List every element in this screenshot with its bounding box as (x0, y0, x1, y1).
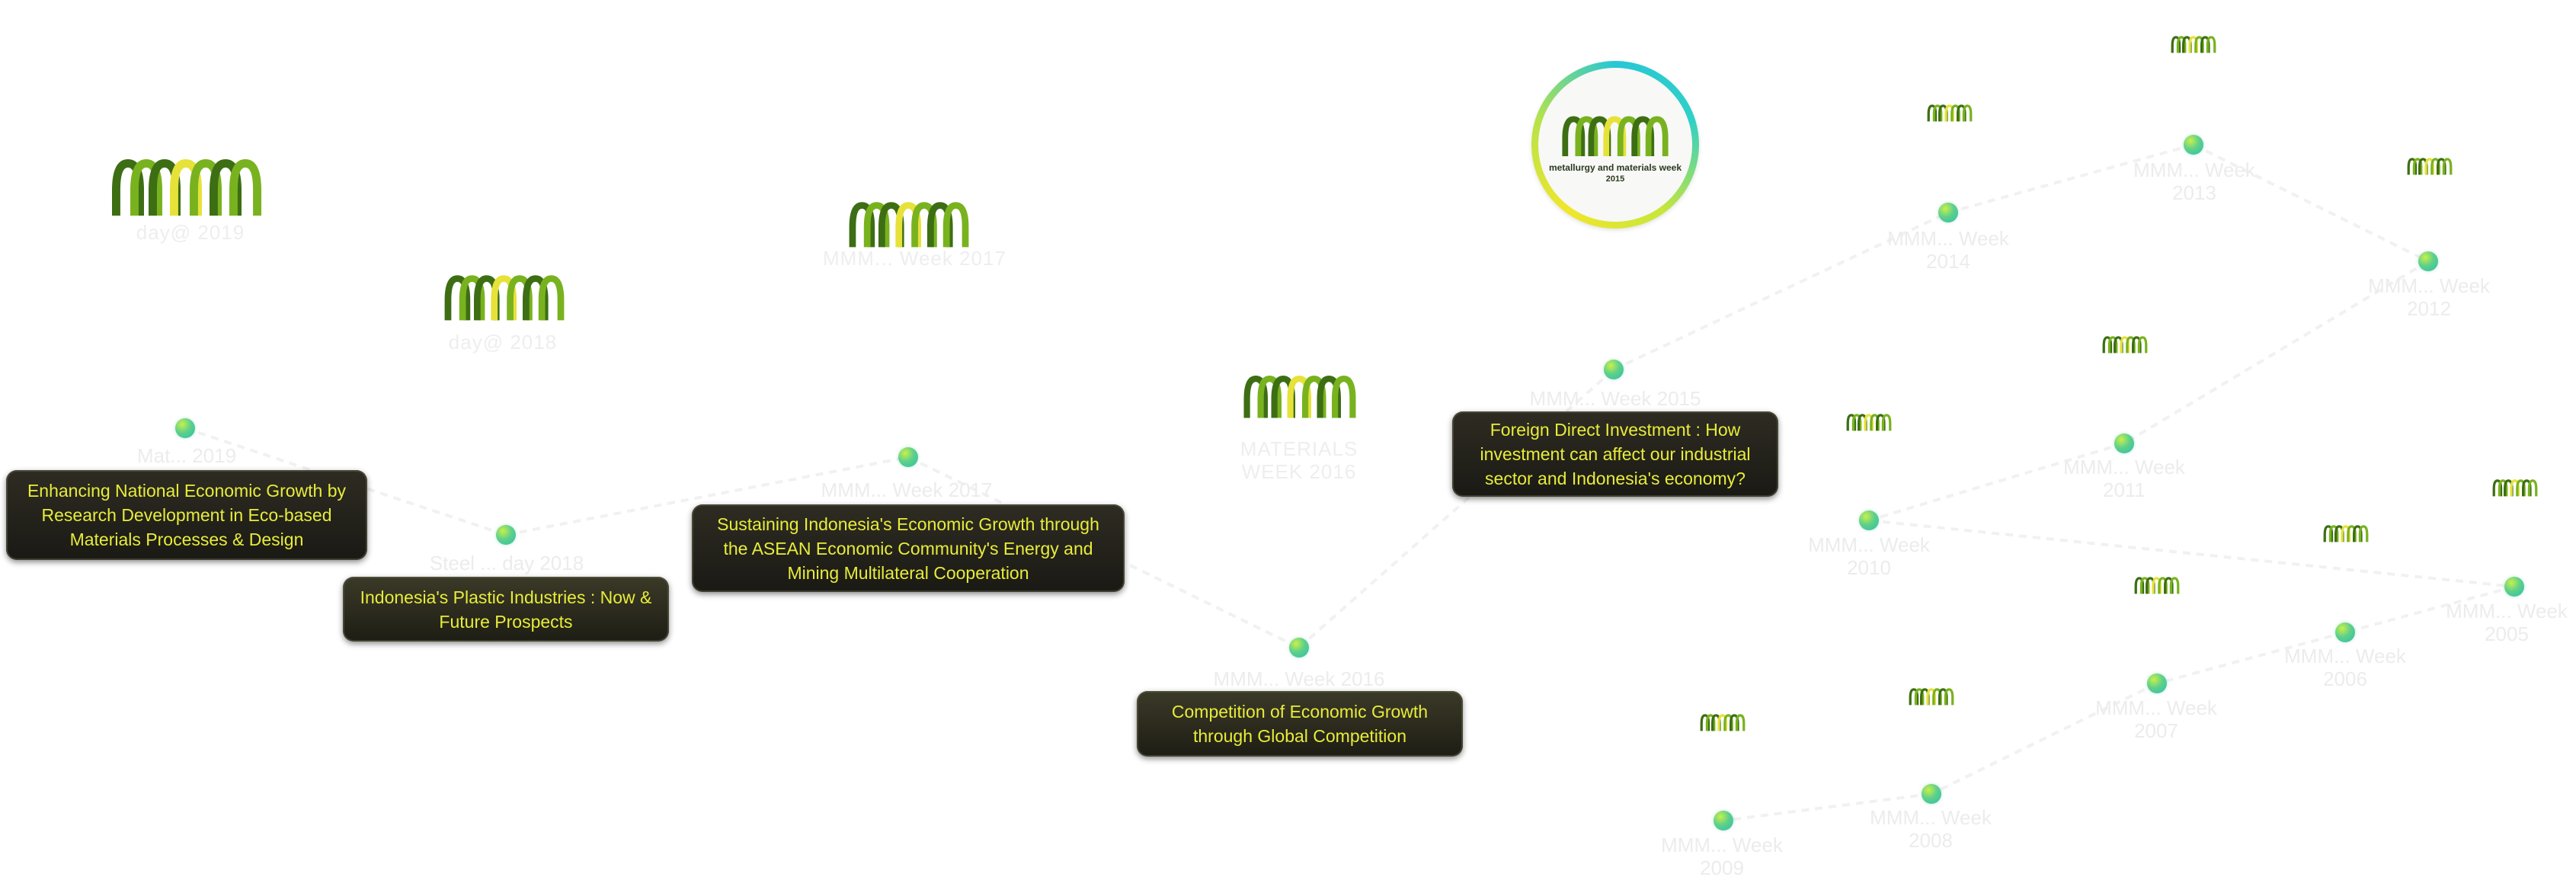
logo-caption-2018: day@ 2018 (448, 331, 558, 354)
timeline-dot-2012[interactable] (2418, 251, 2438, 271)
node-label-2007: MMM... Week 2007 (2095, 696, 2217, 742)
node-label-2005: MMM... Week 2005 (2446, 600, 2568, 645)
mmm-logo-icon (1693, 713, 1752, 731)
theme-box-2017[interactable]: Sustaining Indonesia's Economic Growth t… (692, 504, 1125, 592)
timeline-dot-2013[interactable] (2184, 135, 2203, 155)
mmm-logo-icon (1902, 687, 1961, 706)
connector-line (1868, 519, 2515, 588)
mmm-logo-icon (428, 273, 581, 322)
mmm-logo-icon (1839, 413, 1899, 431)
timeline-dot-2010[interactable] (1859, 510, 1879, 530)
mmm-logo-icon (1920, 104, 1979, 122)
mmm-logo-icon (829, 200, 989, 248)
mmm-logo-icon (2485, 478, 2545, 497)
center-year: 2015 (1605, 174, 1625, 184)
mmm-logo-icon (2095, 335, 2155, 354)
node-label-2019: Mat... 2019 (136, 444, 237, 467)
center-tagline: metallurgy and materials week (1548, 162, 1682, 173)
theme-box-2015[interactable]: Foreign Direct Investment : How investme… (1452, 411, 1778, 497)
logo-caption-2016: MATERIALS WEEK 2016 (1240, 437, 1358, 483)
timeline-dot-2009[interactable] (1714, 811, 1733, 830)
timeline-dot-2008[interactable] (1922, 784, 1941, 804)
center-logo-badge[interactable]: metallurgy and materials week 2015 (1531, 61, 1699, 229)
node-label-2014: MMM... Week 2014 (1887, 227, 2009, 273)
theme-text-2017: Sustaining Indonesia's Economic Growth t… (717, 514, 1099, 583)
mmm-logo-icon (2164, 35, 2223, 53)
node-label-2017: MMM... Week 2017 (821, 478, 993, 501)
timeline-dot-2006[interactable] (2335, 622, 2355, 642)
timeline-dot-2017[interactable] (898, 447, 918, 467)
mmm-logo-icon (2316, 524, 2376, 542)
theme-text-2016: Competition of Economic Growth through G… (1171, 702, 1429, 746)
timeline-dot-2016[interactable] (1289, 638, 1309, 658)
mmm-logo-icon (2127, 576, 2187, 594)
theme-box-2018[interactable]: Indonesia's Plastic Industries : Now & F… (343, 577, 669, 642)
logo-caption-2017: MMM... Week 2017 (823, 247, 1006, 270)
node-label-2006: MMM... Week 2006 (2284, 645, 2406, 690)
theme-text-2019: Enhancing National Economic Growth by Re… (27, 481, 347, 549)
mmm-logo-icon (1224, 373, 1376, 419)
node-label-2010: MMM... Week 2010 (1808, 533, 1930, 579)
theme-box-2019[interactable]: Enhancing National Economic Growth by Re… (6, 470, 367, 560)
node-label-2016: MMM... Week 2016 (1213, 667, 1385, 690)
node-label-2013: MMM... Week 2013 (2133, 158, 2255, 204)
node-label-2011: MMM... Week 2011 (2063, 456, 2185, 501)
node-label-2018: Steel ... day 2018 (429, 552, 584, 574)
timeline-dot-2015[interactable] (1604, 360, 1624, 379)
logo-caption-2019: day@ 2019 (136, 221, 245, 244)
node-label-2012: MMM... Week 2012 (2368, 274, 2490, 320)
mmm-logo-icon (2400, 157, 2459, 175)
node-label-2009: MMM... Week 2009 (1661, 834, 1783, 879)
timeline-dot-2005[interactable] (2504, 577, 2524, 597)
node-label-2015: MMM... Week 2015 (1529, 387, 1701, 410)
mmm-logo-icon (110, 156, 263, 217)
timeline-dot-2014[interactable] (1938, 203, 1958, 222)
mmm-logo-icon (1561, 112, 1669, 159)
timeline-dot-2018[interactable] (496, 525, 516, 545)
theme-text-2015: Foreign Direct Investment : How investme… (1480, 420, 1751, 488)
theme-box-2016[interactable]: Competition of Economic Growth through G… (1137, 691, 1463, 757)
node-label-2008: MMM... Week 2008 (1870, 806, 1992, 852)
timeline-dot-2011[interactable] (2114, 434, 2134, 453)
timeline-dot-2019[interactable] (175, 418, 195, 438)
timeline-dot-2007[interactable] (2147, 674, 2167, 693)
theme-text-2018: Indonesia's Plastic Industries : Now & F… (360, 587, 652, 632)
